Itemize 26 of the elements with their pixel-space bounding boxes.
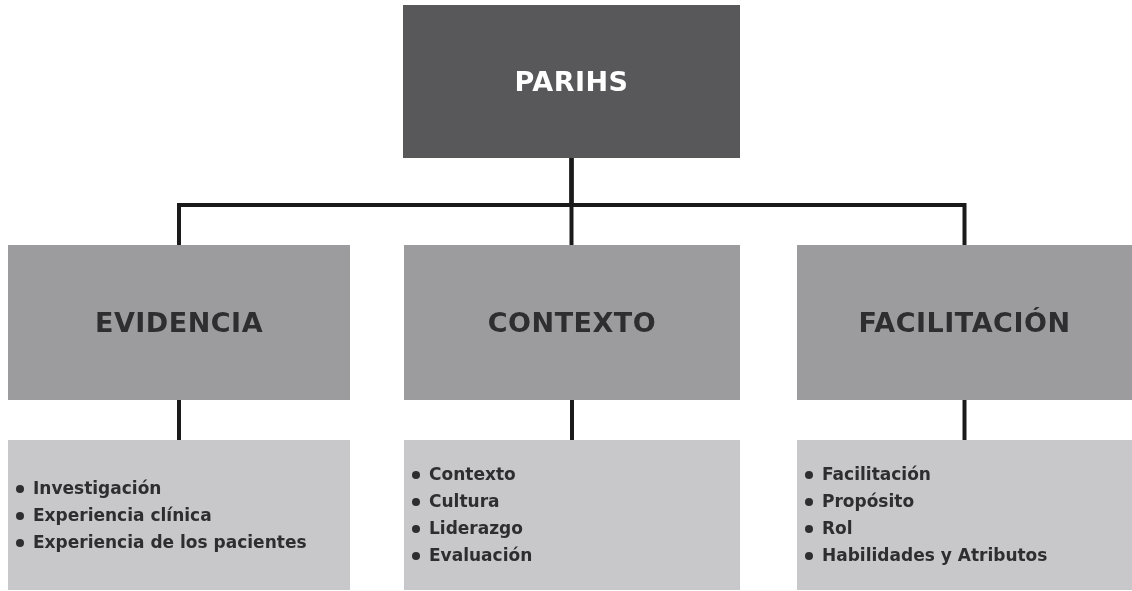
box-title: FACILITACIÓN [858, 307, 1071, 338]
box-title: PARIHS [514, 66, 629, 97]
box-title: EVIDENCIA [94, 307, 264, 338]
bullet-item: Propósito [805, 488, 915, 515]
bullet-item: Investigación [16, 474, 162, 502]
list-box [8, 440, 350, 590]
bullet-item: Evaluación [412, 542, 533, 569]
connector-line [570, 400, 574, 440]
list-box [404, 440, 740, 590]
connector-line [177, 400, 181, 440]
list-box [797, 440, 1132, 590]
bullet-item: Habilidades y Atributos [805, 542, 1048, 569]
bullet-item: Liderazgo [412, 515, 523, 542]
bullet-item: Contexto [412, 461, 516, 488]
box-title: CONTEXTO [487, 307, 657, 338]
category-box [404, 245, 740, 400]
title-box [403, 5, 740, 158]
bullet-item: Experiencia clínica [16, 501, 212, 529]
bullet-item: Cultura [412, 488, 500, 515]
connector-line [569, 158, 967, 245]
bullet-item: Rol [805, 515, 853, 542]
category-box [8, 245, 350, 400]
bullet-item: Facilitación [805, 461, 931, 488]
connector-line [962, 400, 967, 440]
category-box [797, 245, 1132, 400]
bullet-item: Experiencia de los pacientes [16, 528, 307, 556]
